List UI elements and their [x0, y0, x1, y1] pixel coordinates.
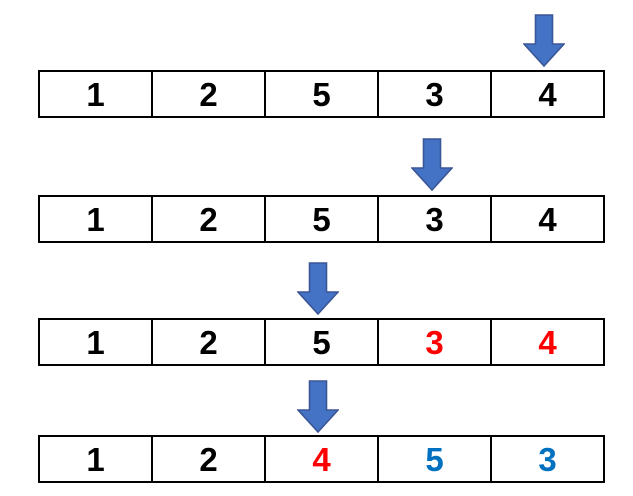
array-row-2: 1 2 5 3 4	[38, 195, 605, 243]
array-cell: 2	[151, 320, 264, 364]
array-cell: 5	[264, 320, 377, 364]
array-cell: 1	[86, 323, 105, 361]
down-arrow-shape	[411, 138, 453, 191]
array-cell: 4	[490, 72, 603, 116]
array-cell: 4	[264, 437, 377, 481]
array-cell: 3	[377, 72, 490, 116]
array-row-4: 1 2 4 5 3	[38, 435, 605, 483]
array-cell: 4	[490, 320, 603, 364]
array-cell: 2	[151, 197, 264, 241]
array-cell: 4	[490, 197, 603, 241]
down-arrow-shape	[523, 14, 565, 67]
array-cell: 3	[490, 437, 603, 481]
array-cell: 2	[151, 437, 264, 481]
down-arrow-icon	[411, 138, 453, 191]
array-cell: 1	[86, 200, 105, 238]
down-arrow-shape	[297, 262, 339, 315]
array-row-1: 1 2 5 3 4	[38, 70, 605, 118]
array-cell: 2	[151, 72, 264, 116]
down-arrow-icon	[297, 262, 339, 315]
down-arrow-icon	[297, 380, 339, 433]
array-cell: 3	[377, 320, 490, 364]
down-arrow-shape	[297, 380, 339, 433]
array-cell: 5	[264, 72, 377, 116]
array-cell: 1	[86, 440, 105, 478]
array-row-3: 1 2 5 3 4	[38, 318, 605, 366]
array-cell: 1	[86, 75, 105, 113]
down-arrow-icon	[523, 14, 565, 67]
array-cell: 5	[377, 437, 490, 481]
array-cell: 3	[377, 197, 490, 241]
array-cell: 5	[264, 197, 377, 241]
